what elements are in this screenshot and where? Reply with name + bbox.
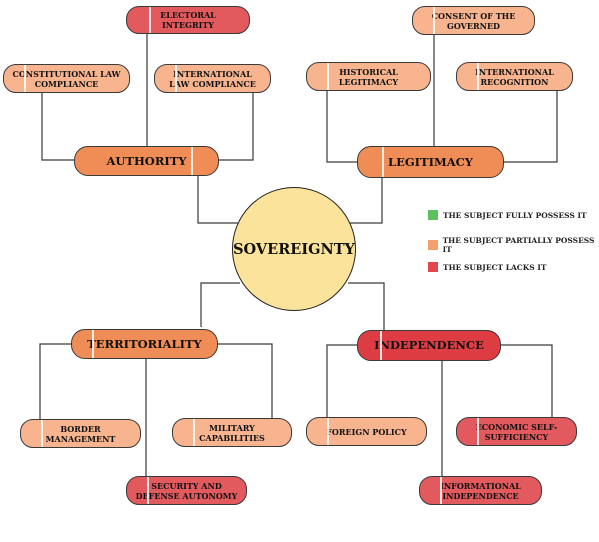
node-label: ECONOMIC SELF-SUFFICIENCY bbox=[475, 421, 558, 442]
node-label: MILITARY CAPABILITIES bbox=[199, 422, 265, 443]
node-label: FOREIGN POLICY bbox=[326, 426, 407, 437]
connector-line bbox=[348, 178, 383, 224]
node-label: INTERNATIONAL LAW COMPLIANCE bbox=[169, 68, 256, 89]
center-label: SOVEREIGNTY bbox=[233, 240, 355, 258]
legend-item-full: THE SUBJECT FULLY POSSESS IT bbox=[428, 210, 587, 220]
node-label: TERRITORIALITY bbox=[87, 336, 202, 351]
international-recognition-node: INTERNATIONAL RECOGNITION bbox=[456, 62, 573, 91]
international-law-node: INTERNATIONAL LAW COMPLIANCE bbox=[154, 64, 271, 93]
historical-legitimacy-node: HISTORICAL LEGITIMACY bbox=[306, 62, 431, 91]
constitutional-law-node: CONSTITUTIONAL LAW COMPLIANCE bbox=[3, 64, 130, 93]
legend-swatch-green bbox=[428, 210, 438, 220]
legend-swatch-red bbox=[428, 262, 438, 272]
connector-line bbox=[500, 344, 553, 418]
connector-line bbox=[326, 91, 358, 163]
node-label: AUTHORITY bbox=[106, 153, 187, 168]
informational-independence-node: INFORMATIONAL INDEPENDENCE bbox=[419, 476, 542, 505]
legend-label: THE SUBJECT FULLY POSSESS IT bbox=[443, 210, 587, 220]
legend-item-partial: THE SUBJECT PARTIALLY POSSESS IT bbox=[428, 236, 599, 254]
node-label: INDEPENDENCE bbox=[374, 338, 484, 353]
connector-line bbox=[348, 282, 385, 331]
legend-label: THE SUBJECT LACKS IT bbox=[443, 262, 547, 272]
node-label: HISTORICAL LEGITIMACY bbox=[338, 66, 399, 87]
connector-line bbox=[218, 92, 254, 161]
node-label: ELECTORAL INTEGRITY bbox=[160, 10, 216, 30]
border-management-node: BORDER MANAGEMENT bbox=[20, 419, 141, 448]
territoriality-node: TERRITORIALITY bbox=[71, 329, 218, 359]
connector-line bbox=[218, 343, 273, 420]
connector-line bbox=[503, 90, 558, 163]
economic-self-sufficiency-node: ECONOMIC SELF-SUFFICIENCY bbox=[456, 417, 577, 446]
node-label: LEGITIMACY bbox=[387, 154, 473, 169]
node-label: INTERNATIONAL RECOGNITION bbox=[475, 66, 554, 87]
security-defense-node: SECURITY AND DEFENSE AUTONOMY bbox=[126, 476, 247, 505]
legitimacy-node: LEGITIMACY bbox=[357, 146, 504, 178]
legend-swatch-orange bbox=[428, 240, 438, 250]
node-label: BORDER MANAGEMENT bbox=[45, 423, 116, 444]
connector-line bbox=[39, 343, 72, 420]
connector-line bbox=[326, 344, 358, 418]
legend-label: THE SUBJECT PARTIALLY POSSESS IT bbox=[442, 236, 595, 254]
sovereignty-center: SOVEREIGNTY bbox=[232, 187, 356, 311]
foreign-policy-node: FOREIGN POLICY bbox=[306, 417, 427, 446]
node-label: CONSENT OF THE GOVERNED bbox=[431, 10, 516, 31]
authority-node: AUTHORITY bbox=[74, 146, 219, 176]
military-capabilities-node: MILITARY CAPABILITIES bbox=[172, 418, 292, 447]
connector-line bbox=[200, 282, 240, 327]
node-label: SECURITY AND DEFENSE AUTONOMY bbox=[135, 480, 238, 501]
connector-line bbox=[41, 92, 75, 161]
independence-node: INDEPENDENCE bbox=[357, 330, 501, 361]
legend-item-lacks: THE SUBJECT LACKS IT bbox=[428, 262, 546, 272]
electoral-integrity-node: ELECTORAL INTEGRITY bbox=[126, 6, 250, 34]
consent-governed-node: CONSENT OF THE GOVERNED bbox=[412, 6, 535, 35]
node-label: CONSTITUTIONAL LAW COMPLIANCE bbox=[12, 68, 121, 89]
node-label: INFORMATIONAL INDEPENDENCE bbox=[440, 480, 521, 501]
connector-line bbox=[197, 174, 240, 224]
